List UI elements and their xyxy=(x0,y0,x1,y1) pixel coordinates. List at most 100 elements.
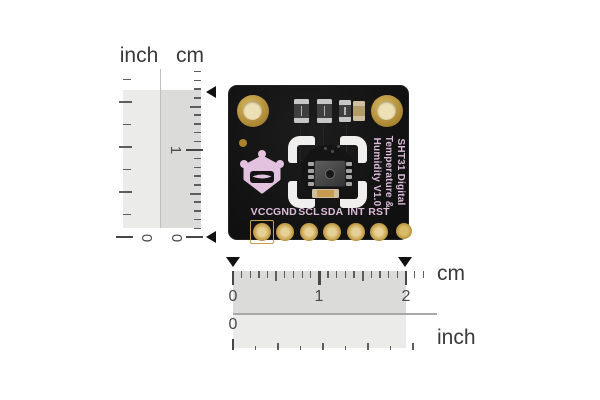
sensor-aperture xyxy=(325,168,335,179)
mounting-hole-top-right xyxy=(371,95,403,127)
board-left-edge-marker-icon xyxy=(226,257,240,267)
vertical-cm-0-label: 0 xyxy=(168,233,185,243)
ruler-tick xyxy=(119,191,132,193)
ruler-tick xyxy=(240,271,243,278)
via xyxy=(324,147,327,150)
ruler-tick xyxy=(284,271,286,278)
ruler-tick xyxy=(266,271,269,278)
sensor-breakout-board: SHT31 Digital Temperature & Humidity V1.… xyxy=(228,85,412,244)
ruler-tick xyxy=(413,271,416,278)
silkscreen-bracket-top-left xyxy=(288,136,315,163)
via xyxy=(331,150,334,153)
smd-resistor xyxy=(317,99,332,123)
pin-label-rst: RST xyxy=(368,206,390,218)
ruler-tick xyxy=(336,271,338,278)
silkscreen-bracket-top-right xyxy=(340,136,367,163)
ruler-tick xyxy=(190,192,201,195)
ruler-tick xyxy=(379,271,381,278)
ruler-tick xyxy=(123,123,131,126)
ruler-tick xyxy=(361,271,364,281)
ruler-tick xyxy=(327,271,329,278)
ruler-tick xyxy=(119,101,132,103)
mounting-hole-bore xyxy=(377,101,396,120)
ruler-tick xyxy=(119,146,132,148)
ruler-tick xyxy=(249,271,251,278)
pcb-trace xyxy=(323,125,324,146)
ruler-tick xyxy=(231,339,235,350)
ruler-tick xyxy=(422,271,424,278)
resistor-marking xyxy=(344,107,346,115)
ruler-tick xyxy=(310,271,312,278)
ruler-tick xyxy=(301,271,303,278)
silkscreen-bracket-bottom-right xyxy=(340,181,367,208)
ruler-tick xyxy=(194,97,201,99)
vertical-cm-title: cm xyxy=(176,44,204,67)
board-right-edge-marker-icon xyxy=(398,257,412,267)
silkscreen-bracket-bottom-left xyxy=(288,181,315,208)
ruler-tick xyxy=(194,166,201,169)
ruler-tick xyxy=(194,114,201,116)
horizontal-ruler-divider xyxy=(233,313,437,315)
sht31-sensor-chip xyxy=(314,160,346,187)
capacitor-body xyxy=(317,190,334,197)
vertical-inch-title: inch xyxy=(119,44,159,67)
horizontal-cm-0-label: 0 xyxy=(228,288,238,305)
horizontal-inch-title: inch xyxy=(437,326,476,349)
mounting-hole-top-left xyxy=(237,95,269,127)
ruler-tick xyxy=(367,342,369,350)
ruler-tick xyxy=(258,271,260,278)
pin-label-vcc: VCC xyxy=(250,206,274,218)
ruler-tick xyxy=(123,213,131,216)
ruler-tick xyxy=(194,88,201,90)
horizontal-inch-0-label: 0 xyxy=(228,316,238,333)
ruler-tick xyxy=(277,342,279,350)
chip-pin xyxy=(308,175,314,179)
chip-pin xyxy=(346,162,352,166)
ruler-tick xyxy=(275,271,278,281)
vertical-inch-0-label: 0 xyxy=(138,233,155,243)
board-top-edge-marker-icon xyxy=(206,86,216,98)
ruler-tick xyxy=(322,342,324,350)
ruler-tick xyxy=(194,218,201,221)
ruler-tick xyxy=(194,227,201,229)
via xyxy=(337,145,340,148)
pad-int xyxy=(347,223,365,241)
ruler-tick xyxy=(299,345,302,350)
resistor-marking xyxy=(300,106,303,116)
chip-pin xyxy=(308,162,314,166)
ruler-tick xyxy=(194,175,201,177)
ruler-tick xyxy=(186,148,203,152)
chip-pin xyxy=(346,175,352,179)
vertical-inch-band xyxy=(123,90,161,228)
smd-capacitor xyxy=(312,189,339,198)
ruler-tick xyxy=(344,345,347,350)
ruler-tick xyxy=(194,157,201,160)
ruler-tick xyxy=(194,140,201,142)
ruler-tick xyxy=(194,201,201,203)
ruler-tick xyxy=(412,342,414,350)
ruler-tick xyxy=(404,271,408,285)
chip-pin xyxy=(308,168,314,173)
horizontal-cm-1-label: 1 xyxy=(314,288,324,305)
pin-label-sda: SDA xyxy=(320,206,344,218)
chip-pin xyxy=(346,168,352,173)
ruler-tick xyxy=(194,210,201,212)
ruler-tick xyxy=(194,123,201,125)
ruler-tick xyxy=(396,271,398,278)
ruler-tick xyxy=(123,168,131,171)
gold-test-pad xyxy=(239,139,247,147)
smd-capacitor xyxy=(353,101,365,121)
adafruit-flower-logo-icon xyxy=(240,150,284,194)
ruler-tick xyxy=(190,105,201,108)
ruler-tick xyxy=(254,345,257,350)
pad-scl xyxy=(300,223,318,241)
pin-label-scl: SCL xyxy=(298,206,320,218)
ruler-tick xyxy=(194,79,201,82)
ruler-tick xyxy=(388,271,390,278)
ruler-tick xyxy=(318,271,321,285)
mounting-hole-bore xyxy=(243,101,262,120)
corner-mounting-pad xyxy=(396,223,412,239)
horizontal-inch-band xyxy=(233,314,406,348)
ruler-tick xyxy=(186,235,203,239)
